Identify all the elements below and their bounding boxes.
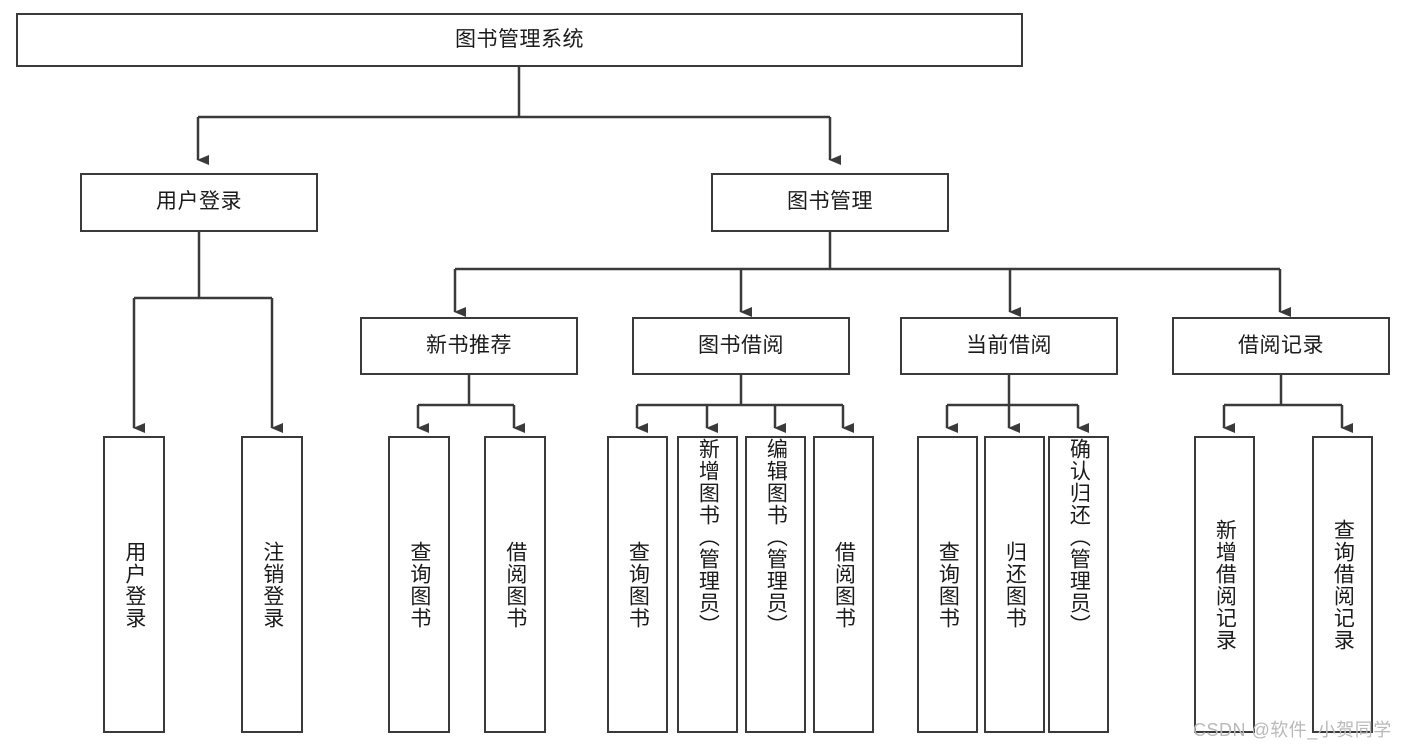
node-label: 查询图书 [936, 540, 960, 629]
node-label: 用户登录 [156, 190, 242, 214]
node-label: 借阅图书 [503, 540, 527, 629]
node-label: 注销登录 [260, 540, 284, 629]
leaf-record-query-record[interactable]: 查询借阅记录 [1312, 436, 1373, 733]
leaf-borrow-add-book-admin[interactable]: 新增图书（管理员） [677, 436, 738, 733]
node-borrow-record[interactable]: 借阅记录 [1172, 317, 1390, 375]
node-root-system[interactable]: 图书管理系统 [16, 13, 1023, 67]
leaf-borrow-borrow-book[interactable]: 借阅图书 [813, 436, 874, 733]
node-book-borrow[interactable]: 图书借阅 [632, 317, 850, 375]
node-label: 图书借阅 [698, 333, 784, 357]
leaf-current-return-book[interactable]: 归还图书 [984, 436, 1045, 733]
node-label: 查询图书 [626, 540, 650, 629]
leaf-recommend-query-book[interactable]: 查询图书 [388, 436, 450, 733]
leaf-current-confirm-return-admin[interactable]: 确认归还（管理员） [1048, 436, 1109, 733]
node-label: 图书管理 [787, 190, 873, 214]
leaf-user-login-logout[interactable]: 注销登录 [241, 436, 303, 733]
node-label: 新增借阅记录 [1213, 518, 1237, 651]
node-new-book-recommend[interactable]: 新书推荐 [360, 317, 578, 375]
node-label: 新书推荐 [426, 333, 512, 357]
node-label: 图书管理系统 [455, 27, 584, 51]
node-label: 查询图书 [407, 540, 431, 629]
node-user-login[interactable]: 用户登录 [80, 173, 318, 232]
node-label: 编辑图书（管理员） [764, 438, 788, 636]
leaf-current-query-book[interactable]: 查询图书 [917, 436, 978, 733]
leaf-user-login-login[interactable]: 用户登录 [103, 436, 165, 733]
leaf-borrow-edit-book-admin[interactable]: 编辑图书（管理员） [745, 436, 806, 733]
node-label: 查询借阅记录 [1331, 518, 1355, 651]
csdn-watermark: CSDN @软件_小贺同学 [1193, 720, 1392, 740]
node-book-management[interactable]: 图书管理 [711, 173, 949, 232]
node-label: 借阅图书 [832, 540, 856, 629]
leaf-recommend-borrow-book[interactable]: 借阅图书 [484, 436, 546, 733]
node-label: 当前借阅 [966, 333, 1052, 357]
node-label: 借阅记录 [1238, 333, 1324, 357]
node-current-borrow[interactable]: 当前借阅 [900, 317, 1118, 375]
leaf-borrow-query-book[interactable]: 查询图书 [607, 436, 668, 733]
leaf-record-add-record[interactable]: 新增借阅记录 [1194, 436, 1255, 733]
node-label: 用户登录 [122, 540, 146, 629]
node-label: 新增图书（管理员） [696, 438, 720, 636]
node-label: 确认归还（管理员） [1067, 438, 1091, 636]
node-label: 归还图书 [1003, 540, 1027, 629]
